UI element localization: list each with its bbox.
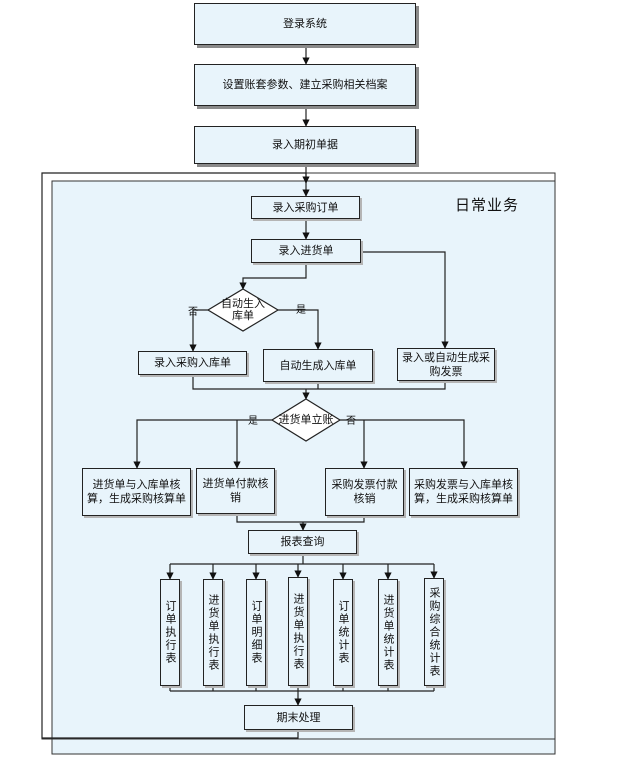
invoice-inbound-check-node: 采购发票与入库单核算，生成采购核算单: [409, 468, 518, 516]
purchase-order-node: 录入采购订单: [251, 196, 360, 219]
report-order-detail: 订单明细表: [246, 579, 266, 686]
period-end-node: 期末处理: [244, 705, 353, 730]
edge-label-yes-1: 是: [296, 305, 306, 316]
report-receipt-execution-2: 进货单执行表: [288, 577, 308, 686]
login-node: 登录系统: [194, 3, 416, 45]
edge-loop-back: [41, 172, 310, 739]
receipt-inbound-check-node: 进货单与入库单核算，生成采购核算单: [82, 468, 191, 516]
report-purchase-summary: 采购综合统计表: [424, 578, 444, 686]
edge-merge-left: [192, 375, 306, 390]
edge-settle-yes: [133, 419, 272, 469]
setup-node: 设置账套参数、建立采购相关档案: [194, 64, 416, 106]
manual-inbound-node: 录入采购入库单: [138, 351, 247, 375]
receipt-payment-node: 进货单付款核销: [196, 468, 275, 514]
edge-receipt-decision: [239, 263, 307, 290]
daily-business-title: 日常业务: [455, 196, 520, 214]
edge-decision-yes: [278, 309, 322, 350]
receipt-entry-node: 录入进货单: [251, 239, 361, 263]
edge-label-no-2: 否: [346, 416, 356, 427]
report-receipt-statistics: 进货单统计表: [378, 579, 398, 686]
edge-label-no-1: 否: [188, 307, 198, 318]
receipt-settle-question: 进货单立账: [278, 413, 334, 426]
report-order-statistics: 订单统计表: [333, 579, 353, 686]
report-query-node: 报表查询: [248, 530, 357, 554]
report-order-execution: 订单执行表: [160, 579, 180, 686]
opening-entry-node: 录入期初单据: [194, 126, 416, 164]
auto-inbound-diamond: [206, 288, 280, 332]
edge-receipt-invoice: [361, 251, 449, 349]
auto-inbound-question: 自动生入库单: [221, 297, 265, 322]
purchase-invoice-node: 录入或自动生成采购发票: [397, 348, 495, 381]
report-receipt-execution: 进货单执行表: [203, 579, 223, 686]
edge-merge-right: [306, 381, 446, 390]
auto-inbound-node: 自动生成入库单: [263, 349, 373, 382]
edge-decision-no: [189, 309, 208, 352]
edge-settle-no: [340, 419, 468, 469]
invoice-payment-node: 采购发票付款核销: [325, 468, 404, 516]
edge-to-report: [236, 514, 365, 523]
receipt-settle-diamond: [270, 398, 342, 442]
edge-label-yes-2: 是: [248, 416, 258, 427]
